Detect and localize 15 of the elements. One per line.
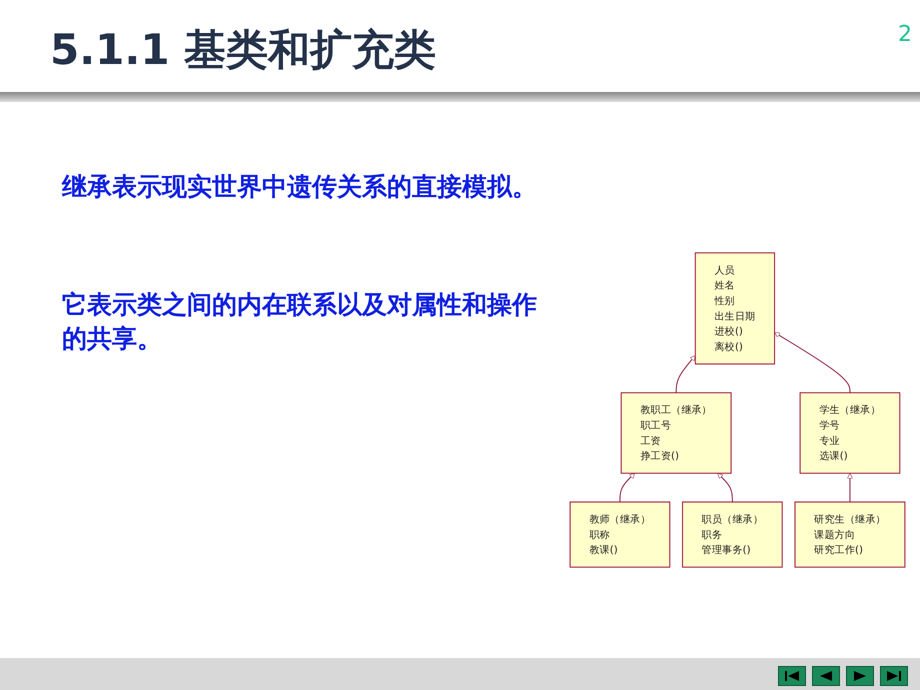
paragraph: 它表示类之间的内在联系以及对属性和操作的共享。 (62, 289, 538, 355)
slide-title: 5.1.1 基类和扩充类 (50, 24, 436, 76)
node-box: 职员（继承） 职务 管理事务() (682, 502, 783, 568)
node-box: 教师（继承） 职称 教课() (570, 502, 670, 568)
arrow (717, 473, 733, 502)
node-box: 学生（继承） 学号 专业 选课() (800, 392, 900, 474)
arrow (619, 473, 635, 502)
node-box: 教职工（继承） 职工号 工资 挣工资() (620, 392, 732, 474)
paragraph: 继承表示现实世界中遗传关系的直接模拟。 (62, 171, 538, 203)
page-number: 2 (898, 22, 912, 47)
arrow (847, 473, 853, 502)
node-box: 研究生（继承） 课题方向 研究工作() (794, 502, 906, 568)
arrow (774, 332, 850, 394)
arrow (676, 355, 696, 394)
node-box: 人员 姓名 性别 出生日期 进校() 离校() (694, 252, 776, 364)
